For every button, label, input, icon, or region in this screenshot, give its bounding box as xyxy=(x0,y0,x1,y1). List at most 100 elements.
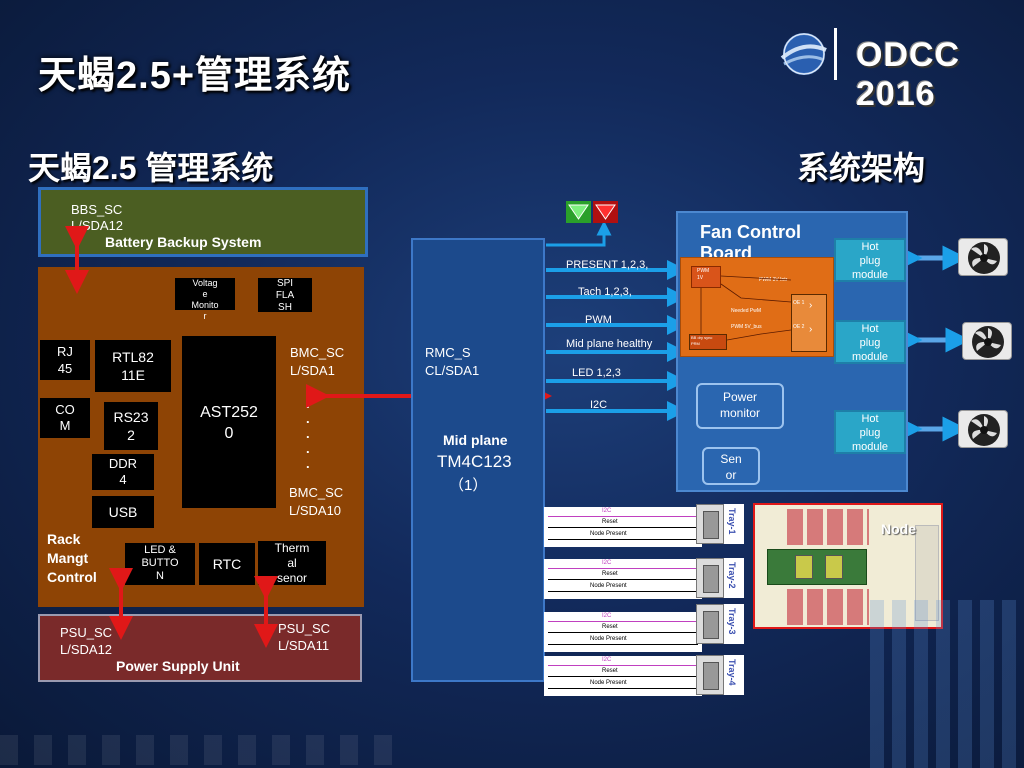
tray-2-present: Node Present xyxy=(590,583,627,589)
tray-connector-4 xyxy=(696,655,724,695)
battery-backup-box: BBS_SC L/SDA12 Battery Backup System xyxy=(38,187,368,257)
inner-pwm-3v: PWM 3V Intr xyxy=(759,277,788,283)
tray-1-i2c: I2C xyxy=(602,508,612,514)
tray-4-present: Node Present xyxy=(590,680,627,686)
inner-pwm-small: PWM 1V xyxy=(697,268,710,281)
inner-oe2: OE 2 xyxy=(793,324,805,330)
tray-3-present: Node Present xyxy=(590,636,627,642)
hot-plug-module-1: Hot plug module xyxy=(834,238,906,282)
tray-label-3-box: Tray-3 xyxy=(724,604,744,644)
rtc-chip: RTC xyxy=(199,543,255,585)
rmc-bus-label: RMC_S CL/SDA1 xyxy=(425,345,480,378)
signal-pwm-label: PWM xyxy=(585,314,612,326)
ast2520-chip: AST252 0 xyxy=(182,336,276,508)
power-monitor-box: Power monitor xyxy=(696,383,784,429)
bmc-sda10-label: BMC_SC L/SDA10 xyxy=(289,485,344,518)
tray-4-present-line xyxy=(548,688,698,689)
tray-label-2-box: Tray-2 xyxy=(724,558,744,598)
tray-label-1: Tray-1 xyxy=(727,508,737,535)
hot-plug-module-3: Hot plug module xyxy=(834,410,906,454)
tray-4-i2c: I2C xyxy=(602,657,612,663)
rack-mgmt-name: Rack Mangt Control xyxy=(47,531,97,585)
bbs-name: Battery Backup System xyxy=(105,234,262,250)
tray-3-reset-line xyxy=(548,632,698,633)
sensor-box: Sen or xyxy=(702,447,760,485)
inner-pwm-5v: PWM 5V_bus xyxy=(731,324,762,330)
indicator-icons xyxy=(566,201,618,223)
midplane-box: RMC_S CL/SDA1 Mid plane TM4C123 （1） xyxy=(411,238,545,682)
inner-wiring xyxy=(700,275,792,341)
tray-1-reset-line xyxy=(548,527,698,528)
node-label: Node xyxy=(881,521,916,537)
inner-oe1: OE 1 xyxy=(793,300,805,306)
node-side-panel xyxy=(915,525,939,621)
com-chip: CO M xyxy=(40,398,90,438)
rs232-chip: RS23 2 xyxy=(104,402,158,450)
tray-3-reset: Reset xyxy=(602,624,618,630)
psu-name: Power Supply Unit xyxy=(116,658,240,674)
tray-label-1-box: Tray-1 xyxy=(724,504,744,544)
tray-3-present-line xyxy=(548,644,698,645)
inner-chevron-icon-2: › xyxy=(809,324,813,335)
node-dimm-top xyxy=(787,509,869,545)
bmc-sda1-label: BMC_SC L/SDA1 xyxy=(290,345,345,378)
tray-4: I2C Reset Node Present xyxy=(544,656,702,696)
tray-1-present-line xyxy=(548,539,698,540)
tray-3: I2C Reset Node Present xyxy=(544,612,702,652)
tray-3-i2c-line xyxy=(548,621,698,622)
signal-present-label: PRESENT 1,2,3, xyxy=(566,259,649,271)
hot-plug-label-1: Hot plug module xyxy=(851,241,889,281)
midplane-name: Mid plane xyxy=(443,432,508,448)
hot-plug-module-2: Hot plug module xyxy=(834,320,906,364)
tray-4-reset-line xyxy=(548,676,698,677)
node-board: Node xyxy=(753,503,943,629)
slide-title: 天蝎2.5+管理系统 xyxy=(38,55,352,97)
right-heading: 系统架构 xyxy=(797,150,926,186)
tray-2-reset-line xyxy=(548,579,698,580)
power-supply-box: PSU_SC L/SDA12 PSU_SC L/SDA11 Power Supp… xyxy=(38,614,362,682)
odcc-logo-text: ODCC 2016 xyxy=(856,36,961,113)
tray-2-i2c: I2C xyxy=(602,560,612,566)
power-monitor-label: Power monitor xyxy=(719,390,760,420)
midplane-chip: TM4C123 xyxy=(437,452,512,471)
sensor-label: Sen or xyxy=(720,452,742,482)
node-dimm-bottom xyxy=(787,589,869,625)
tray-2-reset: Reset xyxy=(602,571,618,577)
thermal-sensor-chip: Therm al senor xyxy=(258,541,326,585)
logo-separator xyxy=(834,28,837,80)
tray-4-i2c-line xyxy=(548,665,698,666)
tray-1-i2c-line xyxy=(548,516,698,517)
ddr4-chip: DDR 4 xyxy=(92,454,154,490)
tray-connector-3 xyxy=(696,604,724,644)
fan-icon-3 xyxy=(958,410,1008,448)
spi-flash-chip: SPI FLA SH xyxy=(258,278,312,313)
voltage-monitor-chip: Voltag e Monito r xyxy=(175,278,235,321)
led-button-chip: LED & BUTTO N xyxy=(125,543,195,585)
midplane-count: （1） xyxy=(449,477,488,494)
hot-plug-label-2: Hot plug module xyxy=(851,323,889,363)
node-cpu-2 xyxy=(795,555,813,579)
inner-chip-label: BB dry sync PRM xyxy=(691,335,713,346)
tray-1: I2C Reset Node Present xyxy=(544,507,702,547)
tray-3-i2c: I2C xyxy=(602,613,612,619)
bottom-decoration xyxy=(0,735,400,765)
fan-icon-2 xyxy=(962,322,1012,360)
inner-chevron-icon-1: › xyxy=(809,300,813,311)
usb-chip: USB xyxy=(92,496,154,528)
fan-board-title: Fan Control Board xyxy=(700,222,801,262)
psu-bus1-label: PSU_SC L/SDA12 xyxy=(60,625,113,657)
tray-label-4-box: Tray-4 xyxy=(724,655,744,695)
node-cpu-1 xyxy=(825,555,843,579)
tray-2: I2C Reset Node Present xyxy=(544,559,702,599)
hot-plug-label-3: Hot plug module xyxy=(851,413,889,453)
inner-chip-box xyxy=(689,334,727,350)
tray-1-reset: Reset xyxy=(602,519,618,525)
tray-connector-1 xyxy=(696,504,724,544)
signal-i2c-label: I2C xyxy=(590,399,608,411)
left-heading: 天蝎2.5 管理系统 xyxy=(28,150,274,186)
inner-needed: Needed PwM xyxy=(731,308,762,314)
rj45-chip: RJ 45 xyxy=(40,340,90,380)
tray-connector-2 xyxy=(696,558,724,598)
indicator-arrow xyxy=(546,220,612,247)
